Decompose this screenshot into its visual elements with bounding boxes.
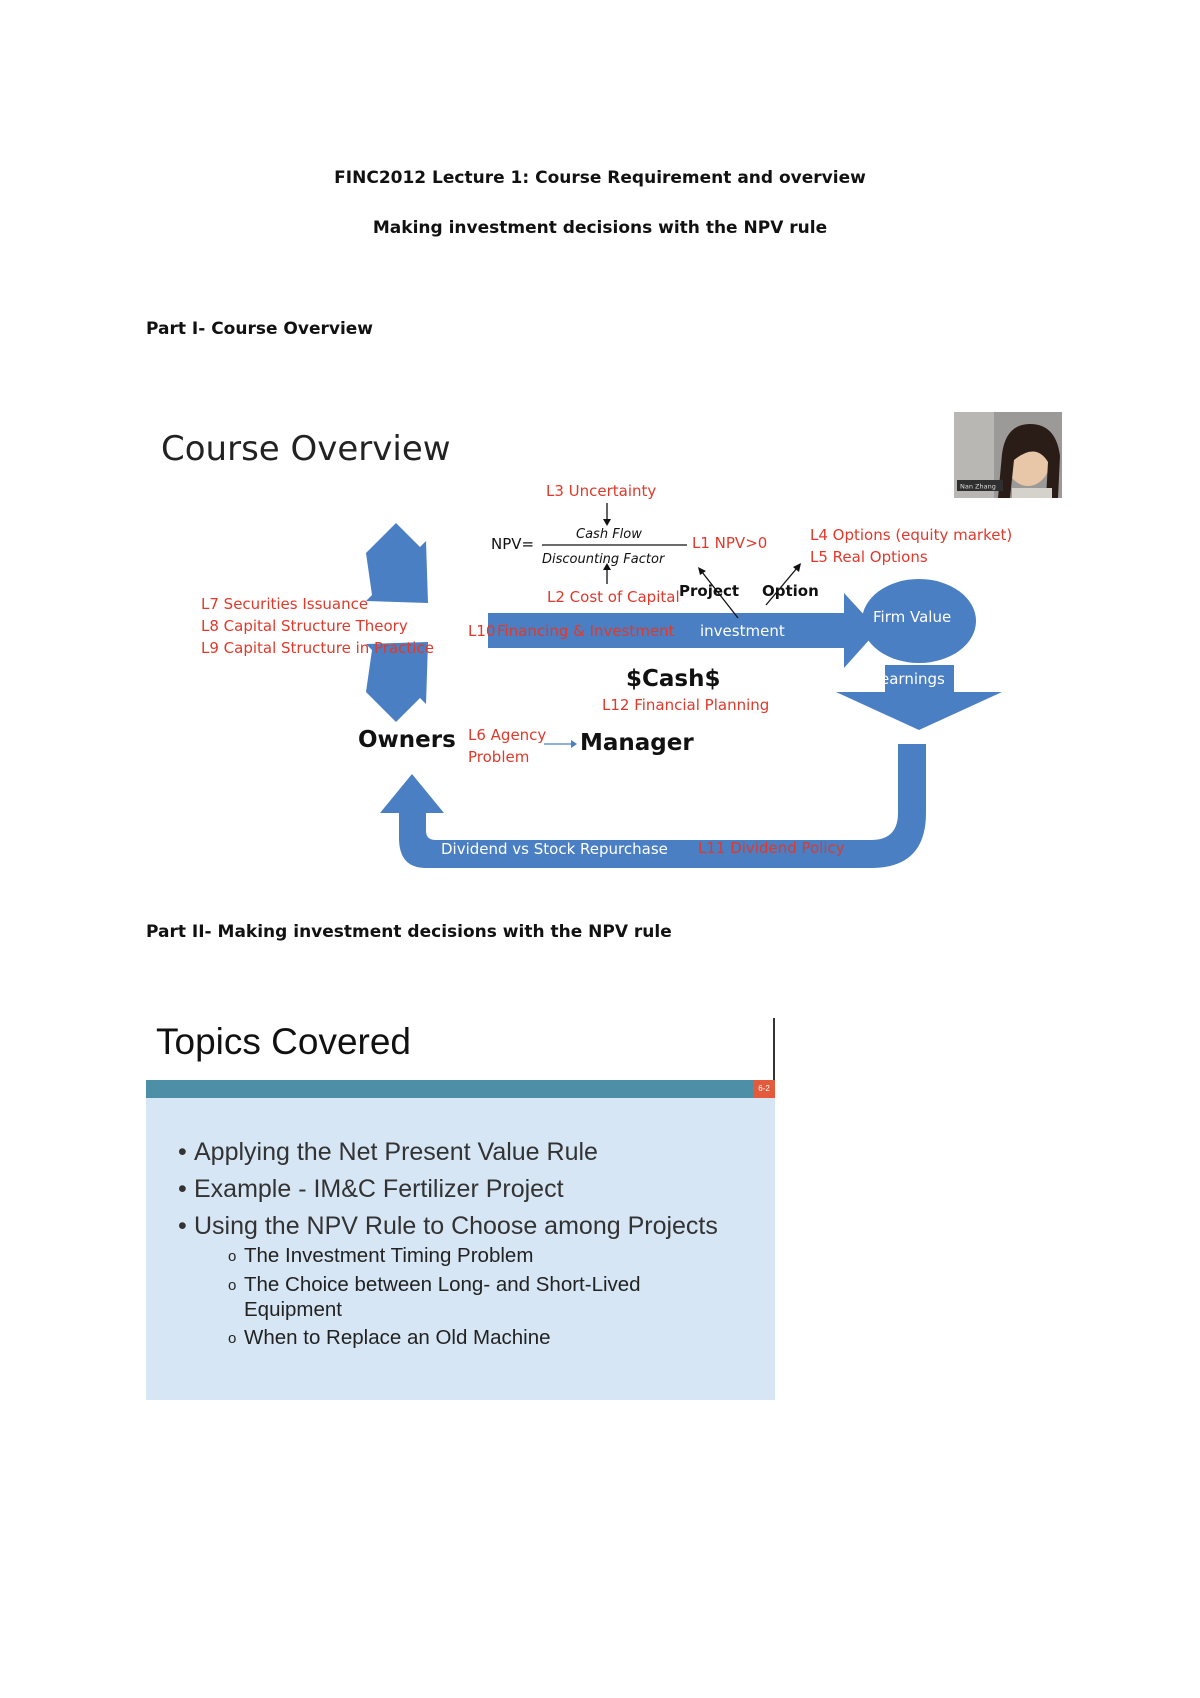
bullet-item: •Example - IM&C Fertilizer Project — [178, 1175, 564, 1203]
earnings-arrow — [836, 665, 1002, 730]
l6-line2: Problem — [468, 748, 529, 766]
manager-label: Manager — [580, 730, 694, 756]
dividend-label: Dividend vs Stock Repurchase — [441, 840, 668, 858]
earnings-label: earnings — [880, 670, 945, 688]
sub-item-continuation: Equipment — [244, 1298, 343, 1321]
presenter-video: Nan Zhang — [954, 412, 1062, 498]
course-overview-slide: Course Overview Nan Zhang Debt Equity L1… — [146, 408, 1066, 878]
document-subtitle: Making investment decisions with the NPV… — [372, 218, 828, 238]
topics-covered-slide: Topics Covered 6-2 •Applying the Net Pre… — [146, 1018, 775, 1400]
investment-arrow — [488, 593, 878, 668]
circle-bullet-icon: o — [228, 1248, 237, 1265]
cash-label: $Cash$ — [626, 666, 720, 692]
bullet-item: •Using the NPV Rule to Choose among Proj… — [178, 1212, 718, 1240]
bullet-icon: • — [178, 1175, 187, 1203]
npv-numerator: Cash Flow — [576, 527, 642, 542]
l2-label: L2 Cost of Capital — [547, 588, 680, 606]
l7-label: L7 Securities Issuance — [201, 595, 368, 613]
npv-denominator: Discounting Factor — [542, 552, 666, 567]
l12-label: L12 Financial Planning — [602, 696, 769, 714]
slide-title: Topics Covered — [156, 1021, 412, 1062]
presenter-name: Nan Zhang — [960, 483, 996, 491]
circle-bullet-icon: o — [228, 1277, 237, 1294]
l9-label: L9 Capital Structure in Practice — [201, 639, 434, 657]
bullet-icon: • — [178, 1212, 187, 1240]
l4-label: L4 Options (equity market) — [810, 526, 1012, 544]
circle-bullet-icon: o — [228, 1330, 237, 1347]
option-arrow-icon — [793, 563, 801, 572]
dividend-return-arrow — [380, 744, 926, 868]
document-title: FINC2012 Lecture 1: Course Requirement a… — [334, 168, 866, 188]
debt-arrow — [366, 523, 428, 603]
debt-label: Debt — [431, 553, 467, 571]
l10-number: L10 — [468, 622, 495, 640]
l5-label: L5 Real Options — [810, 548, 928, 566]
bullet-item: •Applying the Net Present Value Rule — [178, 1138, 598, 1166]
investment-label: investment — [700, 622, 785, 640]
l8-label: L8 Capital Structure Theory — [201, 617, 408, 635]
equity-arrow — [366, 642, 428, 722]
l10-label: Financing & Investment — [497, 622, 675, 640]
firm-value-label: Firm Value — [873, 608, 951, 626]
option-label: Option — [762, 582, 819, 600]
project-arrow-icon — [698, 567, 706, 575]
bullet-icon: • — [178, 1138, 187, 1166]
equity-label: Equity — [439, 661, 487, 679]
down-arrow-icon — [603, 519, 611, 526]
npv-label: NPV= — [491, 535, 534, 553]
agency-arrow-icon — [571, 740, 577, 748]
l3-label: L3 Uncertainty — [546, 482, 656, 500]
l6-line1: L6 Agency — [468, 726, 546, 744]
l11-label: L11 Dividend Policy — [698, 839, 845, 857]
slide-number-badge: 6-2 — [753, 1080, 775, 1098]
title-bar — [146, 1080, 775, 1098]
up-arrow-icon — [603, 563, 611, 570]
part1-heading: Part I- Course Overview — [146, 319, 374, 339]
project-label: Project — [679, 582, 739, 600]
slide-title: Course Overview — [161, 429, 451, 469]
part2-heading: Part II- Making investment decisions wit… — [146, 922, 672, 942]
firm-value-circle — [862, 579, 976, 663]
owners-label: Owners — [358, 727, 456, 753]
slide-header: Topics Covered — [146, 1018, 775, 1080]
l1-label: L1 NPV>0 — [692, 534, 767, 552]
